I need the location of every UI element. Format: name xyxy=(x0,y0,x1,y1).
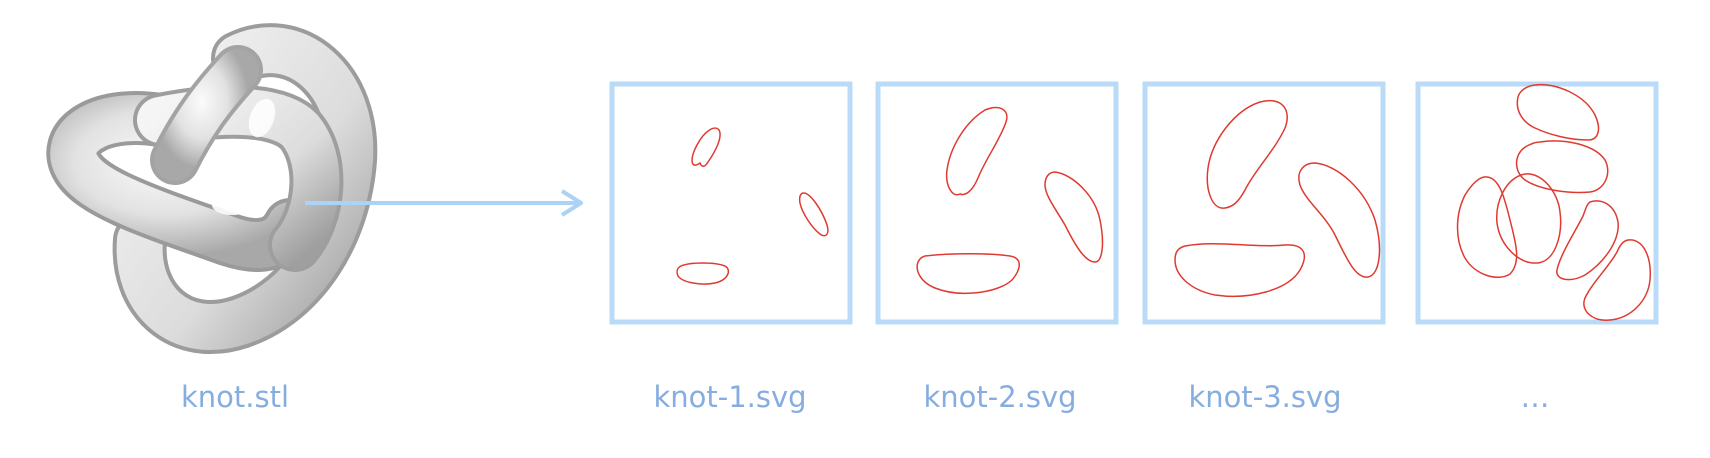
slice-2-contours xyxy=(916,106,1104,294)
contour xyxy=(1496,173,1562,264)
contour xyxy=(691,127,721,167)
input-file-label: knot.stl xyxy=(180,380,290,414)
contour xyxy=(798,192,829,237)
slice-panel-1 xyxy=(609,81,853,325)
contour xyxy=(1515,140,1609,194)
contour xyxy=(1583,239,1651,321)
output-file-label-3: knot-3.svg xyxy=(1188,380,1342,414)
right-arrow-icon xyxy=(305,189,583,217)
slice-panel-2 xyxy=(875,81,1119,325)
contour xyxy=(1456,176,1518,279)
contour xyxy=(1298,162,1381,278)
more-outputs-ellipsis: … xyxy=(1520,380,1550,414)
slice-panel-4 xyxy=(1415,81,1659,325)
contour xyxy=(1556,200,1619,281)
slice-4-contours xyxy=(1456,83,1651,321)
contour xyxy=(676,262,730,285)
contour xyxy=(1174,242,1306,297)
contour xyxy=(945,106,1008,196)
output-file-label-1: knot-1.svg xyxy=(653,380,807,414)
contour xyxy=(1044,171,1104,263)
contour xyxy=(916,253,1020,294)
output-file-label-2: knot-2.svg xyxy=(923,380,1077,414)
contour xyxy=(1206,99,1288,209)
contour xyxy=(1516,83,1600,141)
slice-3-contours xyxy=(1174,99,1381,297)
knot-3d-icon xyxy=(46,23,378,354)
slice-1-contours xyxy=(676,127,829,285)
slice-panel-3 xyxy=(1142,81,1386,325)
